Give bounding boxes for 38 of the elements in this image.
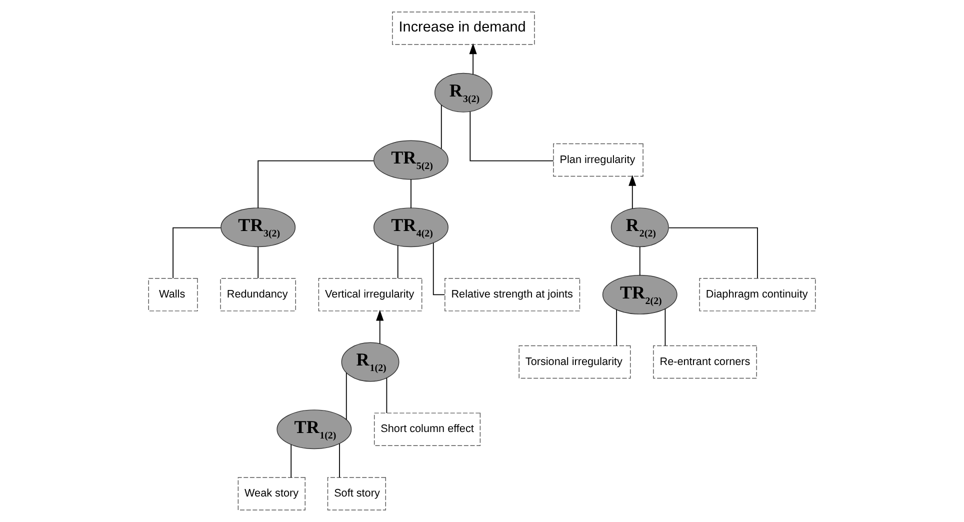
node-box: Weak story [238, 477, 306, 510]
node-box: Vertical irregularity [318, 278, 422, 312]
connector [470, 111, 554, 162]
connector [616, 309, 618, 346]
connector [339, 443, 340, 478]
connector [410, 179, 412, 209]
arrow [376, 310, 384, 344]
connector [386, 378, 388, 414]
node-box: Soft story [327, 477, 386, 510]
node-ellipse: R$_{3(2)}$ [434, 72, 492, 112]
node-box: Torsional irregularity [518, 345, 631, 379]
node-box: Re-entrant corners [653, 345, 757, 379]
node-ellipse: TR$_{5(2)}$ [374, 140, 448, 180]
connector [397, 244, 398, 279]
node-ellipse: TR$_{1(2)}$ [276, 410, 352, 450]
node-box: Short column effect [374, 412, 481, 446]
node-box: Redundancy [220, 278, 296, 312]
connector [664, 308, 666, 346]
node-ellipse: TR$_{3(2)}$ [220, 208, 296, 248]
node-box: Relative strength at joints [444, 278, 580, 312]
node-box: Plan irregularity [553, 143, 644, 177]
node-ellipse: TR$_{2(2)}$ [602, 274, 678, 314]
connector [639, 246, 640, 276]
arrow [628, 175, 636, 210]
connector [440, 104, 442, 150]
connector [258, 246, 259, 279]
connector [258, 160, 374, 209]
node-ellipse: R$_{2(2)}$ [610, 208, 669, 248]
node-ellipse: TR$_{4(2)}$ [374, 208, 448, 248]
node-box: Walls [148, 278, 198, 312]
connector [346, 372, 347, 420]
arrow [469, 43, 477, 75]
connector [290, 444, 292, 478]
node-box: Diaphragm continuity [699, 278, 816, 312]
node-box: Increase in demand [392, 12, 535, 45]
node-ellipse: R$_{1(2)}$ [341, 342, 400, 382]
connector [172, 227, 222, 279]
connector [668, 227, 758, 279]
